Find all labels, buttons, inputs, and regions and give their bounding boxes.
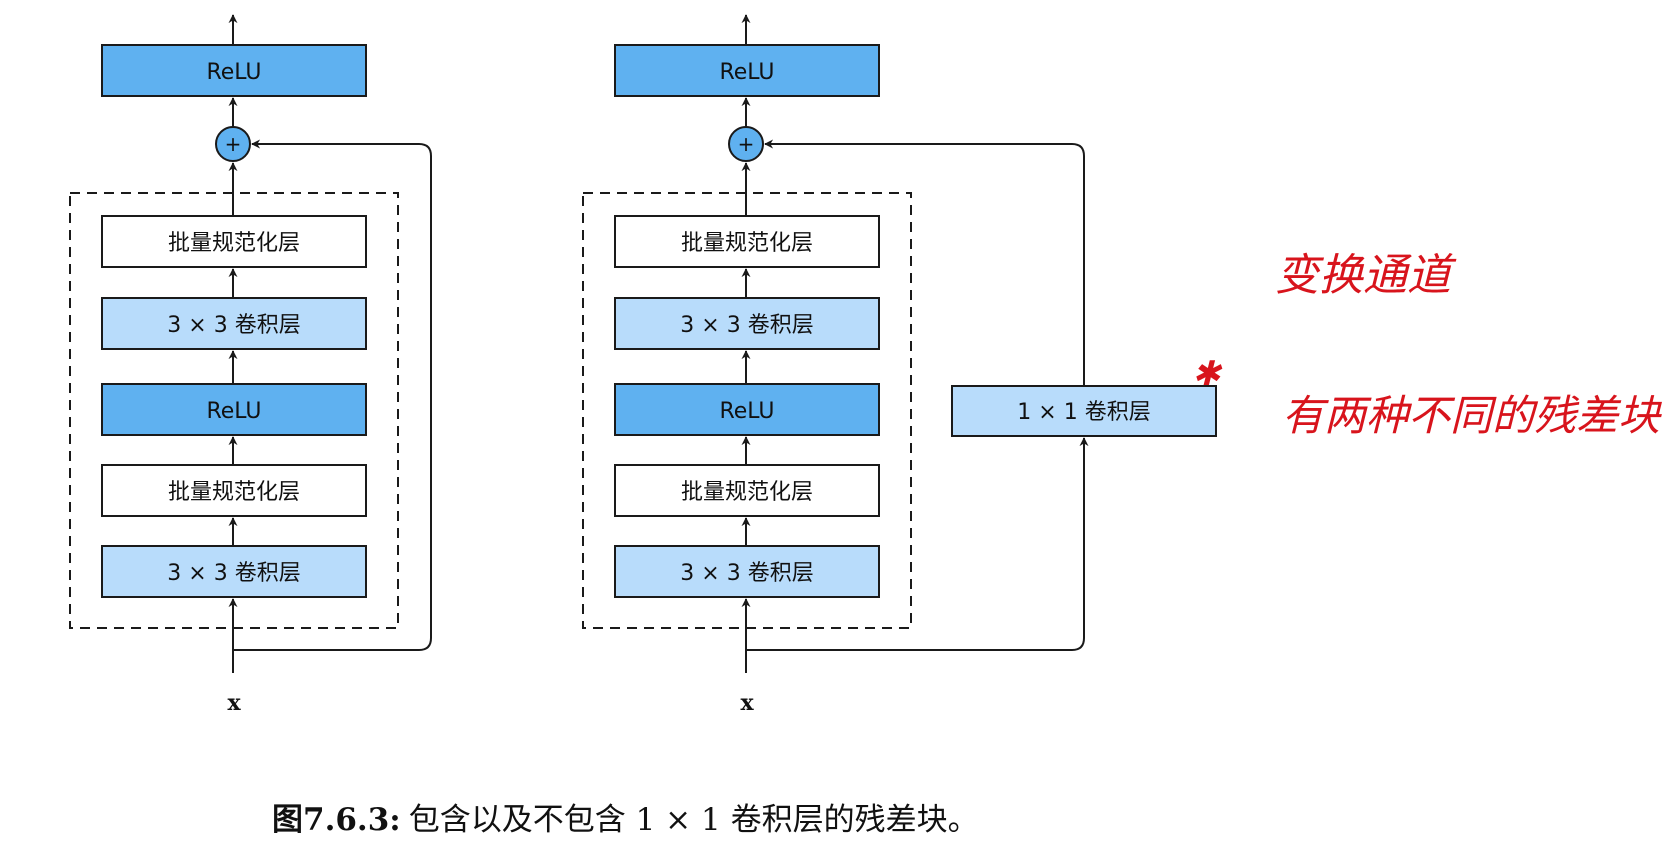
annotation-star: ✱ — [1192, 354, 1223, 394]
caption-text: 图7.6.3:包含以及不包含 1 × 1 卷积层的残差块。 — [272, 802, 979, 838]
annotation-channel-change: 变换通道 — [1275, 250, 1457, 301]
left-relu-mid-label: ReLU — [206, 399, 261, 424]
right-conv3x3-top-label: 3 × 3 卷积层 — [680, 313, 813, 338]
right-conv1x1-label: 1 × 1 卷积层 — [1017, 400, 1150, 425]
left-batchnorm-bottom: 批量规范化层 — [101, 464, 367, 517]
left-conv3x3-top: 3 × 3 卷积层 — [101, 297, 367, 350]
right-batchnorm-top-label: 批量规范化层 — [681, 231, 813, 256]
left-batchnorm-top-label: 批量规范化层 — [168, 231, 300, 256]
left-plus-node: + — [215, 126, 251, 162]
left-top-relu-label: ReLU — [206, 60, 261, 85]
right-top-relu: ReLU — [614, 44, 880, 97]
left-batchnorm-bottom-label: 批量规范化层 — [168, 480, 300, 505]
left-identity-shortcut — [233, 139, 432, 651]
right-residual-block: ReLU + 批量规范化层 3 × 3 卷积层 ReLU 批量规范化层 — [582, 14, 1217, 716]
right-plus-node: + — [728, 126, 764, 162]
right-conv1x1-shortcut: 1 × 1 卷积层 — [951, 385, 1217, 437]
right-batchnorm-bottom: 批量规范化层 — [614, 464, 880, 517]
right-input-label: x — [740, 690, 754, 716]
left-top-relu: ReLU — [101, 44, 367, 97]
right-conv3x3-bottom: 3 × 3 卷积层 — [614, 545, 880, 598]
left-conv3x3-top-label: 3 × 3 卷积层 — [167, 313, 300, 338]
left-input-label: x — [227, 690, 241, 716]
handwritten-annotations: 变换通道 ✱ 有两种不同的残差块 — [1192, 250, 1662, 440]
caption-body: 包含以及不包含 1 × 1 卷积层的残差块。 — [409, 802, 979, 838]
right-top-relu-label: ReLU — [719, 60, 774, 85]
left-conv3x3-bottom-label: 3 × 3 卷积层 — [167, 561, 300, 586]
left-residual-block: ReLU + 批量规范化层 3 × 3 卷积层 ReLU — [69, 14, 432, 716]
right-shortcut-upper — [764, 139, 1085, 386]
left-plus-symbol: + — [225, 132, 242, 156]
annotation-two-blocks: 有两种不同的残差块 — [1282, 391, 1662, 440]
right-relu-mid-label: ReLU — [719, 399, 774, 424]
figure-caption: 图7.6.3:包含以及不包含 1 × 1 卷积层的残差块。 — [272, 802, 979, 838]
right-shortcut-lower — [746, 437, 1089, 651]
right-conv3x3-top: 3 × 3 卷积层 — [614, 297, 880, 350]
left-relu-mid: ReLU — [101, 383, 367, 436]
left-batchnorm-top: 批量规范化层 — [101, 215, 367, 268]
right-plus-symbol: + — [738, 132, 755, 156]
right-conv3x3-bottom-label: 3 × 3 卷积层 — [680, 561, 813, 586]
right-relu-mid: ReLU — [614, 383, 880, 436]
right-batchnorm-bottom-label: 批量规范化层 — [681, 480, 813, 505]
left-conv3x3-bottom: 3 × 3 卷积层 — [101, 545, 367, 598]
caption-label: 图7.6.3: — [272, 802, 401, 838]
right-batchnorm-top: 批量规范化层 — [614, 215, 880, 268]
